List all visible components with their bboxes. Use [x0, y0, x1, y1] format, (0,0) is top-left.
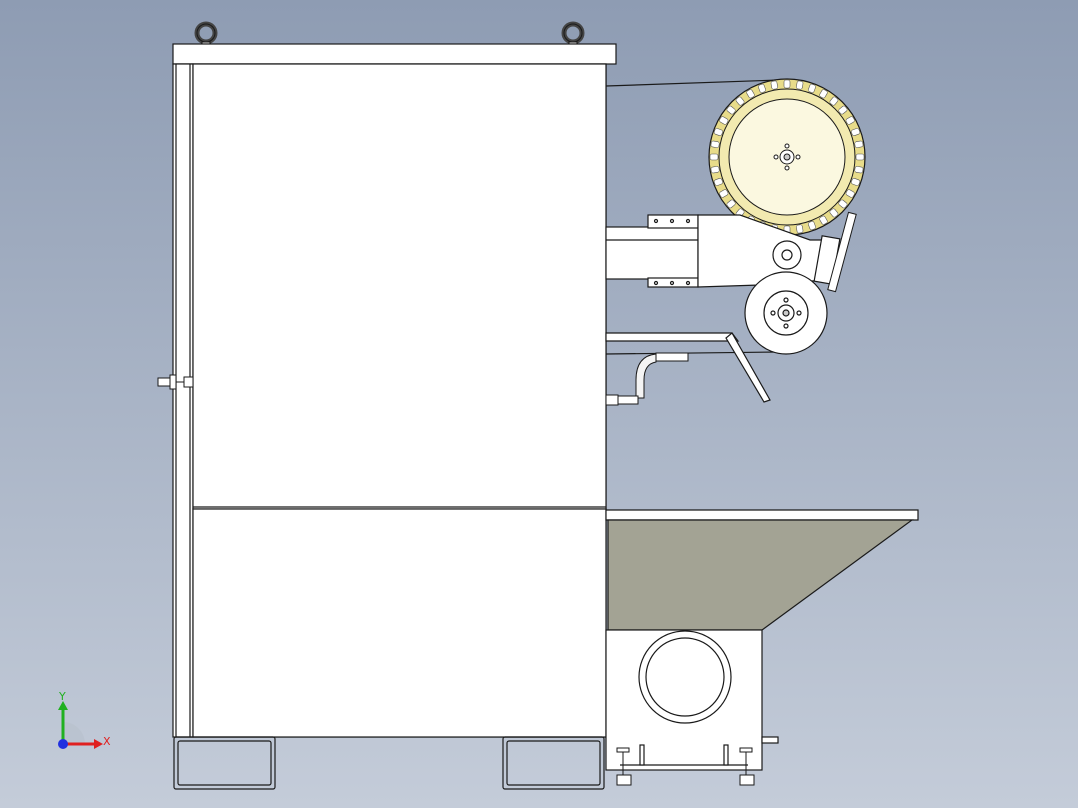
wheel-tread-tooth — [770, 80, 778, 90]
wheel-tread-tooth — [845, 116, 855, 125]
leveling-foot — [739, 747, 755, 786]
wheel-tread-tooth — [710, 140, 720, 148]
cabinet-top-lid[interactable] — [172, 43, 617, 65]
support-bracket[interactable] — [605, 214, 841, 288]
wheel-tread-tooth — [796, 80, 804, 90]
wheel-tread-tooth — [719, 116, 729, 125]
wheel-tread-tooth — [854, 140, 864, 148]
wheel-tread-tooth — [829, 208, 839, 218]
leveling-foot — [616, 747, 632, 786]
wheel-tread-tooth — [719, 189, 729, 198]
coordinate-triad-icon: X Y — [58, 690, 111, 749]
wheel-tread-tooth — [726, 199, 736, 209]
abrasive-belt — [605, 79, 781, 355]
door-latch[interactable] — [157, 374, 194, 390]
wheel-tread-tooth — [796, 224, 804, 234]
dust-outlet-box[interactable] — [605, 629, 779, 771]
wheel-tread-tooth — [819, 215, 828, 225]
wheel-tread-tooth — [735, 96, 745, 106]
wheel-tread-tooth — [783, 79, 791, 89]
wheel-tread-tooth — [829, 96, 839, 106]
wheel-tread-tooth — [726, 105, 736, 115]
axis-y-label: Y — [58, 690, 66, 703]
wheel-tread-tooth — [808, 221, 816, 231]
wheel-tread-tooth — [709, 153, 719, 161]
lower-door-panel[interactable] — [192, 508, 607, 738]
wheel-tread-tooth — [845, 189, 855, 198]
work-rest-plate[interactable] — [605, 332, 771, 403]
wheel-tread-tooth — [855, 153, 865, 161]
upper-door-panel[interactable] — [192, 63, 607, 510]
wheel-tread-tooth — [713, 128, 723, 136]
idler-pulley[interactable] — [744, 271, 828, 355]
wheel-tread-tooth — [854, 166, 864, 174]
wheel-tread-tooth — [808, 83, 816, 93]
contact-wheel[interactable] — [708, 78, 866, 236]
wheel-tread-tooth — [713, 178, 723, 186]
wheel-tread-tooth — [851, 178, 861, 186]
wheel-tread-tooth — [746, 89, 755, 99]
wheel-tread-tooth — [838, 105, 848, 115]
cabinet-body[interactable] — [172, 63, 607, 738]
axis-x-label: X — [103, 735, 111, 748]
wheel-tread-tooth — [838, 199, 848, 209]
base-skid-right — [502, 736, 605, 790]
base-skid-left — [173, 736, 276, 790]
coolant-hose[interactable] — [605, 352, 689, 406]
wheel-tread-tooth — [758, 83, 766, 93]
tension-arm[interactable] — [827, 211, 857, 293]
wheel-tread-tooth — [851, 128, 861, 136]
wheel-tread-tooth — [819, 89, 828, 99]
wheel-tread-tooth — [710, 166, 720, 174]
